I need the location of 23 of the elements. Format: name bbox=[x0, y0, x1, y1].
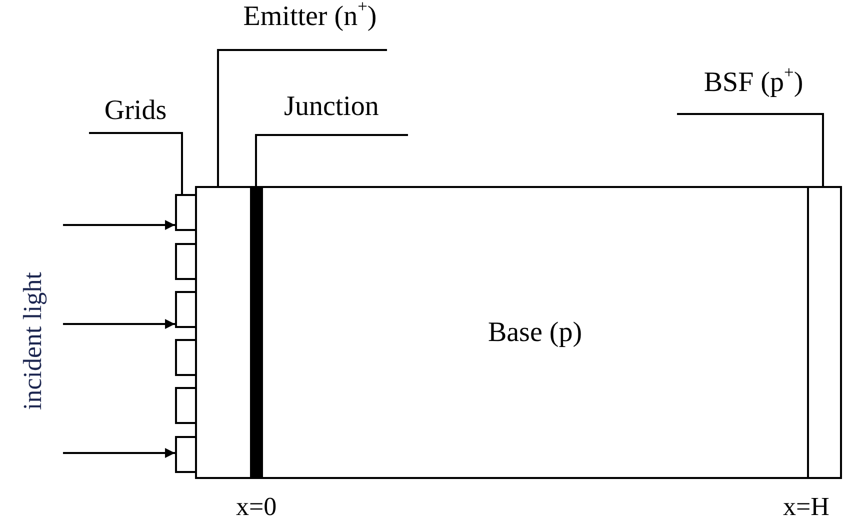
position-label: x=H bbox=[783, 494, 830, 520]
grids-label: Grids bbox=[89, 96, 182, 133]
bsf-layer bbox=[807, 186, 842, 479]
arrow bbox=[63, 220, 175, 230]
grid-finger bbox=[175, 339, 197, 376]
junction-label: Junction bbox=[255, 92, 408, 135]
grid-finger bbox=[175, 387, 197, 424]
grid-finger bbox=[175, 243, 197, 280]
leader-line bbox=[217, 49, 387, 186]
leader-line bbox=[89, 132, 183, 194]
grid-finger bbox=[175, 436, 197, 473]
arrow bbox=[63, 448, 175, 458]
arrow bbox=[63, 319, 175, 329]
region-label: Base (p) bbox=[488, 316, 582, 348]
leader-line bbox=[677, 113, 824, 186]
grid-finger bbox=[175, 291, 197, 328]
grid-finger bbox=[175, 194, 197, 231]
emitter-label: Emitter (n$^{+}$) bbox=[212, 2, 408, 50]
base-region bbox=[261, 186, 809, 479]
position-label: x=0 bbox=[236, 494, 277, 520]
bsf-label: BSF (p$^{+}$) bbox=[677, 68, 830, 114]
leader-line bbox=[255, 134, 408, 186]
incident-light-label: incident light bbox=[20, 271, 46, 412]
